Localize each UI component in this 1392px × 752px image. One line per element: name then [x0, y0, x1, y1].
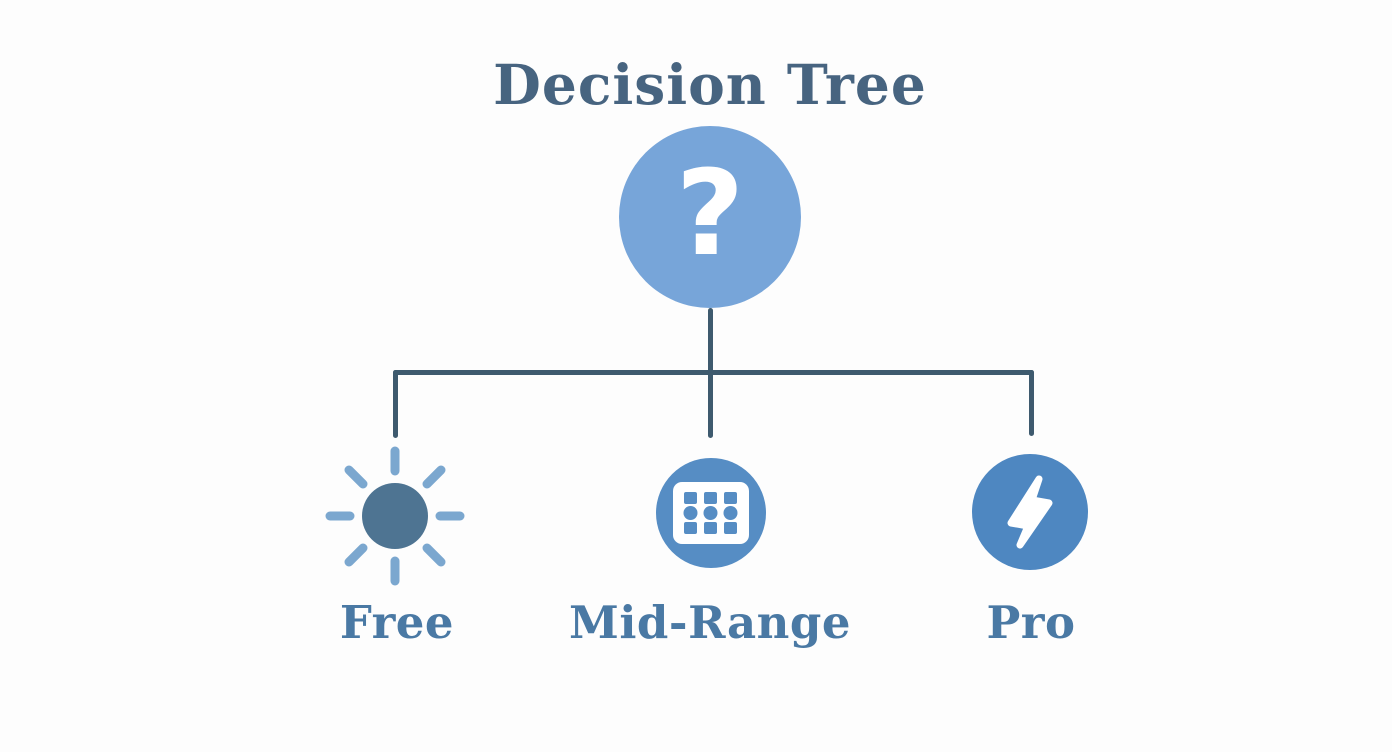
- connector-branch-mid: [708, 370, 713, 438]
- lightning-bolt-icon: [972, 454, 1088, 570]
- connector-root-stem: [708, 308, 713, 374]
- grid-keypad-icon: [656, 458, 766, 568]
- branch-node-free: [325, 446, 465, 590]
- branch-node-mid-range: [656, 458, 766, 572]
- branch-node-pro: [971, 453, 1089, 575]
- diagram-title: Decision Tree: [493, 52, 927, 117]
- connector-branch-free: [393, 370, 398, 438]
- question-mark-icon: ?: [675, 144, 745, 282]
- branch-label-free: Free: [339, 596, 455, 649]
- connector-crossbar: [393, 370, 1034, 375]
- branch-label-pro: Pro: [986, 596, 1076, 649]
- root-question-node: ?: [619, 126, 801, 308]
- connector-branch-pro: [1029, 370, 1034, 436]
- branch-label-mid-range: Mid-Range: [569, 596, 851, 649]
- sun-icon: [325, 446, 465, 586]
